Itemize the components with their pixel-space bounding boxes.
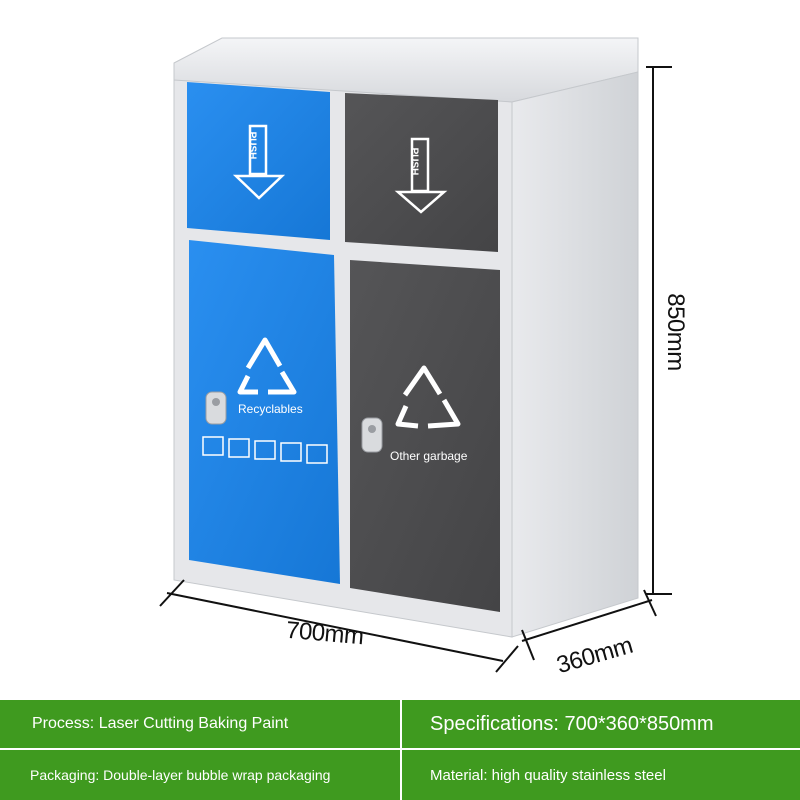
- push-label: PUSH: [408, 147, 420, 176]
- dimension-lines: [159, 66, 672, 673]
- process-cell: Process: Laser Cutting Baking Paint: [32, 715, 289, 732]
- lower-door-other: [350, 260, 500, 612]
- product-scene: PUSH PUSH Recyclables Other garbage 700m…: [159, 37, 689, 679]
- table-divider: [400, 700, 402, 800]
- recycle-icon: [395, 365, 461, 429]
- push-label: PUSH: [246, 131, 258, 160]
- recyclables-label: Recyclables: [238, 402, 303, 416]
- lock-icon: [361, 417, 383, 453]
- push-arrow-icon: [232, 124, 286, 200]
- lock-icon: [205, 391, 227, 425]
- category-icons: [202, 436, 328, 464]
- specs-table: Process: Laser Cutting Baking Paint Spec…: [0, 700, 800, 800]
- packaging-cell: Packaging: Double-layer bubble wrap pack…: [30, 767, 331, 783]
- height-dimension-label: 850mm: [661, 293, 689, 371]
- material-cell: Material: high quality stainless steel: [430, 766, 666, 784]
- upper-door-recyclables: [187, 82, 330, 240]
- specifications-cell: Specifications: 700*360*850mm: [430, 712, 714, 735]
- push-arrow-icon: [394, 137, 448, 214]
- other-garbage-label: Other garbage: [390, 449, 468, 463]
- lower-door-recyclables: [189, 240, 340, 584]
- recycle-icon: [237, 337, 297, 395]
- upper-door-other: [345, 93, 498, 252]
- recycling-bin-illustration: [159, 37, 672, 673]
